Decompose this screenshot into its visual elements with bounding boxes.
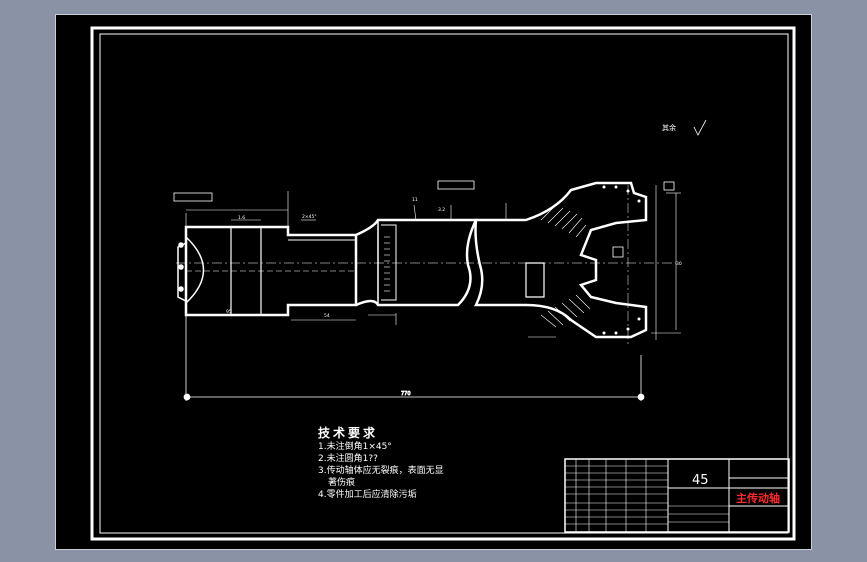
title-block: [564, 458, 790, 533]
shaft-left-section: [184, 225, 358, 317]
drawing-viewport[interactable]: 770: [55, 14, 812, 550]
tolerance-frames: [173, 180, 675, 258]
technical-requirements: 技术要求 1.未注倒角1×45° 2.未注圆角1?? 3.传动轴体应无裂痕，表面…: [318, 427, 444, 501]
svg-text:770: 770: [401, 391, 411, 397]
spline-hatch: [384, 236, 390, 292]
tech-requirement-item: 1.未注倒角1×45°: [318, 442, 392, 452]
outer-frame: [90, 26, 796, 541]
svg-text:54: 54: [324, 313, 330, 319]
material-label: 45: [692, 473, 709, 488]
tech-requirement-item: 4.零件加工后应清除污垢: [318, 490, 417, 500]
overall-length-dimension: 770: [183, 315, 645, 401]
tube-section: [355, 218, 478, 307]
yoke-hatch: [540, 204, 591, 328]
part-name: 主传动轴: [736, 492, 780, 505]
shaft-left-cap: [177, 241, 187, 303]
dimension-numbers: 1.6 2×45° 95 54 3.2 11 30: [226, 197, 682, 319]
tech-requirement-item: 2.未注圆角1??: [318, 454, 378, 464]
roughness-note: 其余: [662, 124, 676, 132]
tech-requirement-item: 著伤痕: [328, 478, 356, 488]
roughness-symbol: [693, 119, 707, 136]
svg-text:30: 30: [676, 261, 682, 267]
svg-text:95: 95: [226, 309, 232, 315]
svg-text:11: 11: [412, 197, 418, 203]
cad-drawing: 770: [90, 26, 796, 541]
yoke-bearing-dots: [602, 185, 641, 335]
tech-requirement-item: 3.传动轴体应无裂痕，表面无显: [318, 466, 444, 476]
yoke-body: [473, 181, 648, 339]
svg-text:1.6: 1.6: [238, 215, 245, 221]
tech-requirements-title: 技术要求: [318, 426, 379, 440]
inner-frame: [99, 33, 789, 534]
dimension-lines: [185, 185, 681, 340]
svg-text:3.2: 3.2: [438, 207, 445, 213]
svg-text:2×45°: 2×45°: [302, 214, 317, 220]
